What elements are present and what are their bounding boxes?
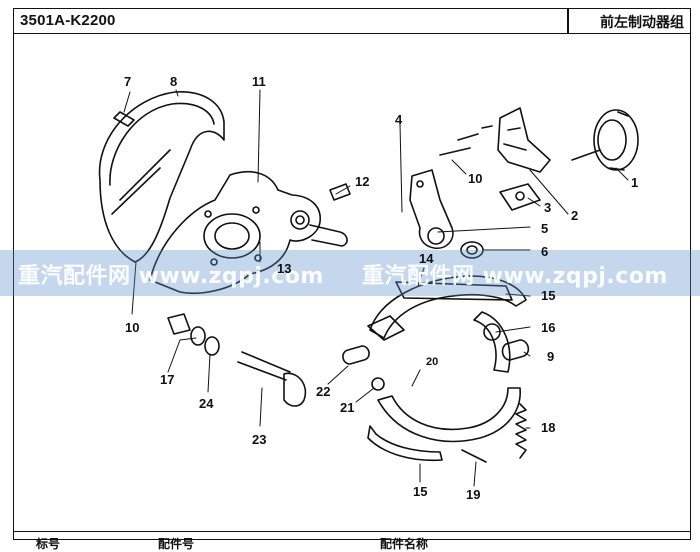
col-item-number: 标号 xyxy=(36,537,61,551)
callout-14: 14 xyxy=(419,251,434,266)
pin-12 xyxy=(329,183,351,201)
callout-11: 11 xyxy=(252,74,266,89)
callout-10-right: 10 xyxy=(468,171,483,186)
part-name: 前左制动器组 xyxy=(600,15,684,31)
camshaft xyxy=(237,351,307,407)
callout-8: 8 xyxy=(170,74,178,89)
dust-shield xyxy=(98,91,225,263)
slack-adjuster xyxy=(409,169,454,250)
watermark-right: 重汽配件网 www.zqpj.com xyxy=(362,264,668,289)
callout-1: 1 xyxy=(631,175,639,190)
anchor-pin xyxy=(309,224,348,247)
part-number: 3501A-K2200 xyxy=(20,12,116,29)
callout-18: 18 xyxy=(541,420,556,435)
pin-19 xyxy=(461,449,487,463)
callout-10-left: 10 xyxy=(125,320,140,335)
callout-23: 23 xyxy=(252,432,267,447)
roller-9 xyxy=(501,339,530,361)
callout-9: 9 xyxy=(547,349,555,364)
parts-table-header xyxy=(13,531,691,545)
lining-15 xyxy=(367,425,443,462)
callout-17: 17 xyxy=(160,372,175,387)
drawing-frame xyxy=(13,8,691,540)
col-part-name: 配件名称 xyxy=(380,537,429,551)
callout-24: 24 xyxy=(199,396,214,411)
callout-4: 4 xyxy=(395,112,403,127)
bushings xyxy=(167,313,220,356)
callout-2: 2 xyxy=(571,208,579,223)
col-part-number: 配件号 xyxy=(158,537,195,551)
callout-5: 5 xyxy=(541,221,549,236)
callout-22: 22 xyxy=(316,384,331,399)
callout-15-bottom: 15 xyxy=(413,484,428,499)
watermark-band xyxy=(0,250,700,296)
callout-20: 20 xyxy=(426,356,439,368)
lower-brake-shoe xyxy=(377,311,521,443)
callout-15-top: 15 xyxy=(541,288,556,303)
brake-chamber xyxy=(571,109,639,171)
leader-lines xyxy=(123,89,629,487)
brake-spider xyxy=(149,171,321,294)
washer-6 xyxy=(460,241,484,259)
callout-3: 3 xyxy=(544,200,552,215)
roller-21 xyxy=(371,377,385,391)
watermark-left: 重汽配件网 www.zqpj.com xyxy=(18,264,324,289)
gasket-3 xyxy=(499,183,541,211)
callout-21: 21 xyxy=(340,400,355,415)
callout-13: 13 xyxy=(277,261,292,276)
fasteners xyxy=(439,125,493,156)
callout-19: 19 xyxy=(466,487,481,502)
title-bar xyxy=(13,8,691,34)
title-separator xyxy=(567,8,569,34)
chamber-bracket xyxy=(497,107,551,173)
callout-6: 6 xyxy=(541,244,549,259)
return-spring xyxy=(515,403,527,459)
upper-brake-shoe xyxy=(367,275,527,341)
roller-22 xyxy=(342,345,370,365)
callout-7: 7 xyxy=(124,74,132,89)
callout-12: 12 xyxy=(355,174,370,189)
callout-16: 16 xyxy=(541,320,556,335)
